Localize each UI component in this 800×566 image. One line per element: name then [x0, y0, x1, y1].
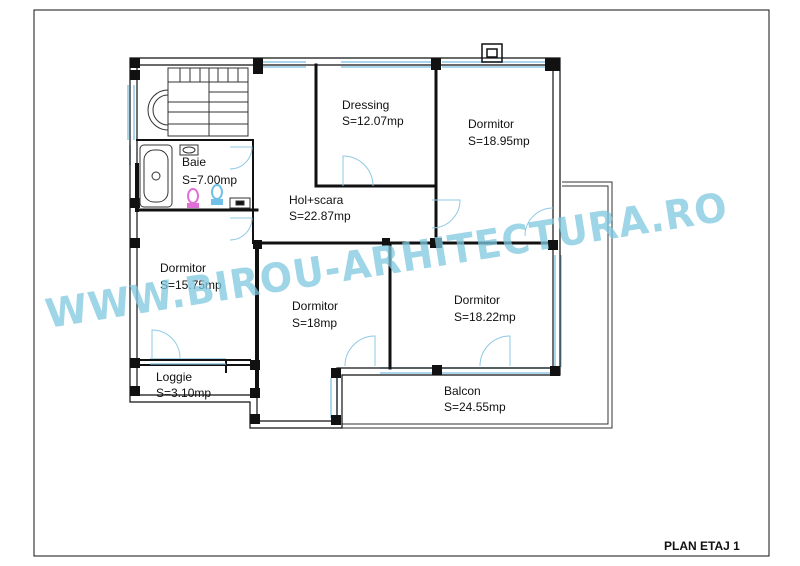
- room-dressing-area: S=12.07mp: [342, 114, 404, 128]
- room-dormitor-center-area: S=18mp: [292, 316, 337, 330]
- door-swings: [150, 146, 554, 367]
- room-loggie-area: S=3.10mp: [156, 386, 211, 400]
- sink-icon: [179, 144, 199, 156]
- shower-drain-icon: [229, 197, 251, 209]
- room-dormitor-e-area: S=18.22mp: [454, 310, 516, 324]
- bathtub-icon: [139, 144, 173, 208]
- room-dormitor-ne-name: Dormitor: [468, 117, 514, 131]
- room-balcon-name: Balcon: [444, 384, 481, 398]
- bidet-icon: [211, 184, 223, 205]
- room-dressing-name: Dressing: [342, 98, 389, 112]
- room-loggie-name: Loggie: [156, 370, 192, 384]
- room-hol-scara-area: S=22.87mp: [289, 209, 351, 223]
- room-dormitor-center-name: Dormitor: [292, 299, 338, 313]
- staircase: [147, 67, 249, 137]
- balcony-outline: [342, 181, 613, 429]
- room-baie-area: S=7.00mp: [182, 173, 237, 187]
- room-hol-scara-name: Hol+scara: [289, 193, 344, 207]
- room-baie-name: Baie: [182, 155, 206, 169]
- room-dormitor-ne-area: S=18.95mp: [468, 134, 530, 148]
- room-dormitor-w-area: S=15.75mp: [160, 278, 222, 292]
- drawing-frame: [33, 9, 770, 557]
- room-balcon-area: S=24.55mp: [444, 400, 506, 414]
- toilet-icon: [187, 188, 199, 208]
- room-labels: Dressing S=12.07mp Dormitor S=18.95mp Ba…: [156, 98, 530, 414]
- walls: [129, 57, 561, 429]
- watermark-text: WWW.BIROU-ARHITECTURA.RO: [42, 185, 731, 338]
- chimney-icon: [481, 43, 503, 63]
- room-dormitor-e-name: Dormitor: [454, 293, 500, 307]
- room-dormitor-w-name: Dormitor: [160, 261, 206, 275]
- plan-title: PLAN ETAJ 1: [664, 539, 740, 553]
- columns: [130, 58, 560, 425]
